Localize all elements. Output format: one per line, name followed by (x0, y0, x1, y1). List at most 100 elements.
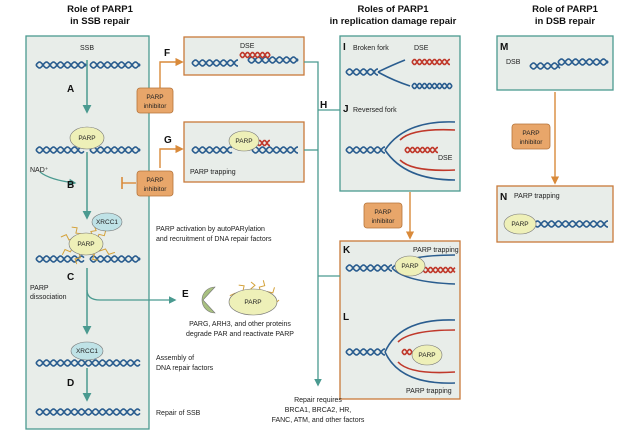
letter-h: H (320, 100, 327, 111)
letter-n: N (500, 192, 507, 203)
nad-label: NAD⁺ (30, 167, 49, 174)
svg-text:Assembly of: Assembly of (156, 355, 194, 362)
svg-text:PARP: PARP (146, 177, 163, 184)
letter-i: I (343, 42, 346, 53)
trapping-label-g: PARP trapping (190, 169, 236, 176)
parp-n: PARP (503, 213, 537, 235)
svg-text:DNA repair factors: DNA repair factors (156, 365, 214, 372)
dse-label-i: DSE (414, 45, 429, 52)
trapping-label-l: PARP trapping (406, 388, 452, 395)
dna-ssb-top-right (89, 61, 141, 69)
dna-l-left (345, 348, 385, 356)
broken-fork-label: Broken fork (353, 45, 389, 52)
connector-h (304, 61, 322, 387)
letter-e: E (182, 289, 189, 300)
svg-text:degrade PAR and reactivate PAR: degrade PAR and reactivate PARP (186, 331, 294, 338)
header-replication: Roles of PARP1 in replication damage rep… (330, 4, 457, 27)
svg-text:PARP: PARP (244, 299, 261, 306)
dna-f-dse (239, 51, 271, 59)
dse-label-j: DSE (438, 155, 453, 162)
svg-text:dissociation: dissociation (30, 294, 67, 301)
svg-text:Role of PARP1: Role of PARP1 (67, 4, 134, 15)
svg-text:inhibitor: inhibitor (372, 218, 396, 225)
svg-text:PARP: PARP (418, 352, 435, 359)
dna-l-red-top (397, 329, 456, 343)
dna-i-right (411, 82, 453, 90)
dna-k-arm-bot (391, 267, 456, 285)
dna-ssb-b-right (89, 255, 141, 263)
inhibitor-box-replication: PARP inhibitor (363, 202, 403, 229)
letter-m: M (500, 42, 508, 53)
inhibitor-box-g: PARP inhibitor (136, 170, 174, 197)
dna-j-red-top (399, 128, 456, 141)
dna-i-left (345, 68, 378, 76)
letter-b: B (67, 180, 74, 191)
dna-ssb-a-left (35, 146, 85, 154)
svg-text:inhibitor: inhibitor (144, 186, 168, 193)
dna-ssb-top (35, 61, 87, 69)
svg-text:PARP: PARP (235, 138, 252, 145)
trapping-label-k: PARP trapping (413, 247, 459, 254)
letter-f: F (164, 48, 170, 59)
header-dsb: Role of PARP1 in DSB repair (532, 4, 599, 27)
dna-l-center (401, 348, 413, 356)
dna-i-fork-lower (377, 71, 411, 87)
parp-b: PARP (68, 232, 104, 256)
dna-ssb-a-right (89, 146, 141, 154)
inhibitor-box-f: PARP inhibitor (136, 87, 174, 114)
letter-k: K (343, 245, 351, 256)
xrcc1-b: XRCC1 (91, 212, 123, 232)
dna-j-red-bot (399, 159, 456, 172)
parp-k: PARP (394, 255, 426, 277)
repair-ssb-label: Repair of SSB (156, 410, 201, 417)
arrow-dissociation (86, 289, 177, 304)
dna-l-red-bot (397, 361, 456, 374)
dna-i-dse (411, 58, 450, 66)
svg-text:Role of PARP1: Role of PARP1 (532, 4, 599, 15)
ssb-label: SSB (80, 45, 94, 52)
svg-text:PARP: PARP (401, 263, 418, 270)
svg-text:PARG, ARH3, and other proteins: PARG, ARH3, and other proteins (189, 321, 291, 328)
parp-e: PARP (228, 288, 278, 316)
dna-ssb-d (35, 408, 141, 416)
parp-dissociation-label: PARP dissociation (30, 285, 67, 301)
arrow-f (159, 57, 184, 88)
dna-helices (35, 51, 609, 416)
dna-j-left (345, 146, 385, 154)
xrcc1-d: XRCC1 (70, 341, 104, 361)
svg-text:in replication damage repair: in replication damage repair (330, 16, 457, 27)
svg-text:Repair requires: Repair requires (294, 397, 342, 404)
dna-j-arm-bot (384, 149, 456, 181)
parg-protein (201, 286, 216, 314)
letter-a: A (67, 84, 74, 95)
svg-text:PARP: PARP (77, 241, 94, 248)
inhibitor-box-dsb: PARP inhibitor (511, 123, 551, 150)
trapping-label-n: PARP trapping (514, 193, 560, 200)
dna-k-left (345, 264, 392, 272)
dna-i-fork-upper (377, 59, 406, 73)
parp-a: PARP (69, 126, 105, 150)
svg-text:PARP: PARP (522, 130, 539, 137)
svg-text:XRCC1: XRCC1 (96, 219, 118, 226)
assembly-label: Assembly of DNA repair factors (156, 355, 214, 372)
letter-g: G (164, 135, 172, 146)
dna-f-right (247, 56, 299, 64)
svg-text:XRCC1: XRCC1 (76, 348, 98, 355)
dna-g-right (251, 146, 298, 154)
header-ssb: Role of PARP1 in SSB repair (67, 4, 134, 27)
svg-text:PARP: PARP (30, 285, 49, 292)
svg-text:in SSB repair: in SSB repair (70, 16, 130, 27)
arrow-g (159, 144, 184, 168)
parg-text: PARG, ARH3, and other proteins degrade P… (186, 321, 294, 338)
reversed-fork-label: Reversed fork (353, 107, 397, 114)
dna-n (533, 220, 608, 228)
arrow-nad (39, 171, 77, 186)
activation-label: PARP activation by autoPARylation and re… (156, 226, 272, 243)
svg-text:inhibitor: inhibitor (144, 103, 168, 110)
svg-text:and recruitment of DNA repair: and recruitment of DNA repair factors (156, 236, 272, 243)
dna-j-center (404, 146, 438, 154)
letter-l: L (343, 312, 349, 323)
parp-g: PARP (228, 130, 260, 152)
svg-text:FANC, ATM, and other factors: FANC, ATM, and other factors (272, 417, 365, 424)
